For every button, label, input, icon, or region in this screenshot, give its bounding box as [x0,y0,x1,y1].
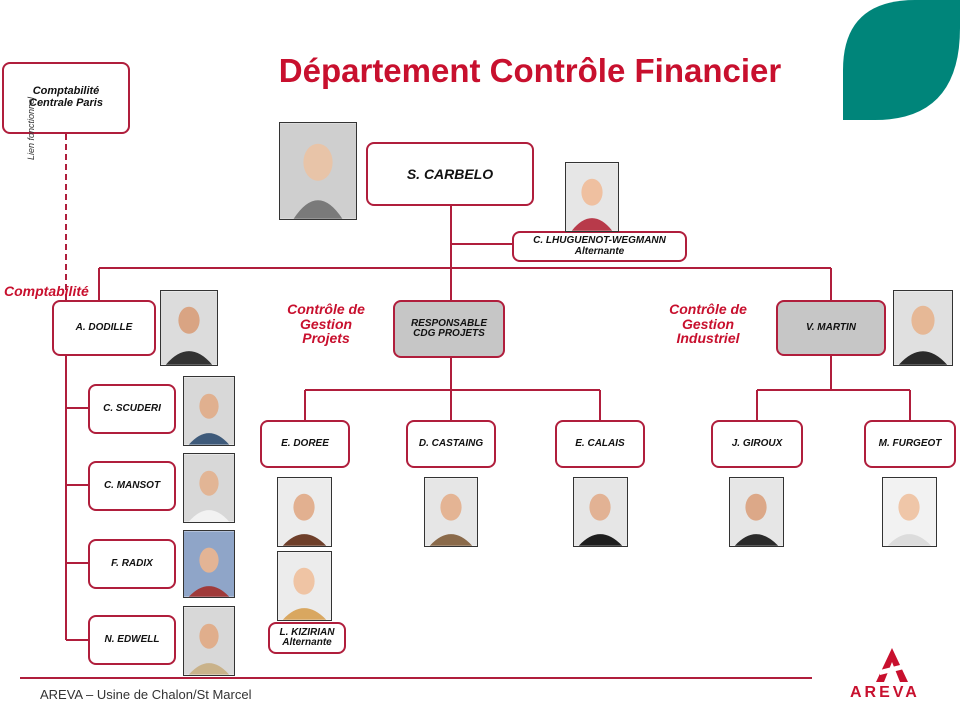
assistant-name: C. LHUGUENOT-WEGMANN [533,235,666,246]
portrait-photo [277,477,332,547]
external-box-label: Comptabilité Centrale Paris [29,85,103,109]
portrait-photo [183,606,235,676]
compta-lead-box: A. DODILLE [52,300,156,356]
industriel-member-box: J. GIROUX [711,420,803,468]
projets-member-box: D. CASTAING [406,420,496,468]
industriel-lead-name: V. MARTIN [805,321,856,333]
portrait-photo [160,290,218,366]
projets-member-name: E. CALAIS [575,437,625,449]
functional-link-label: Lien fonctionnel [26,96,36,160]
section-industriel: Contrôle de Gestion Industriel [669,301,747,347]
projets-lead-name: RESPONSABLE CDG PROJETS [410,317,488,339]
portrait-photo [183,530,235,598]
projets-member-name: D. CASTAING [418,437,484,449]
projets-lead-box: RESPONSABLE CDG PROJETS [393,300,505,358]
corner-decoration [843,0,960,120]
compta-member-box: C. SCUDERI [88,384,176,434]
compta-member-name: N. EDWELL [104,633,160,645]
compta-member-name: C. MANSOT [103,479,161,491]
portrait-photo [183,376,235,446]
projets-member-name: E. DOREE [281,437,329,449]
projets-member-box: E. DOREE [260,420,350,468]
portrait-photo [893,290,953,366]
compta-member-box: F. RADIX [88,539,176,589]
section-comptabilite: Comptabilité [4,283,89,299]
compta-member-box: C. MANSOT [88,461,176,511]
head-box: S. CARBELO [366,142,534,206]
footer-text: AREVA – Usine de Chalon/St Marcel [40,687,252,702]
compta-member-name: F. RADIX [111,557,153,569]
intern-role: Alternante [282,637,332,648]
industriel-member-name: M. FURGEOT [878,437,942,449]
industriel-member-name: J. GIROUX [731,437,783,449]
portrait-photo [565,162,619,232]
external-box: Comptabilité Centrale Paris [2,62,130,134]
head-name: S. CARBELO [406,165,494,182]
portrait-photo [183,453,235,523]
projets-member-box: E. CALAIS [555,420,645,468]
intern-name: L. KIZIRIAN [279,626,335,638]
industriel-lead-box: V. MARTIN [776,300,886,356]
portrait-photo [424,477,478,547]
areva-logo-text: AREVA [850,684,920,701]
portrait-photo [573,477,628,547]
assistant-role: Alternante [574,245,625,257]
portrait-photo [882,477,937,547]
page-title: Département Contrôle Financier [278,52,782,89]
compta-member-box: N. EDWELL [88,615,176,665]
portrait-photo [279,122,357,220]
portrait-photo [277,551,332,621]
compta-member-name: C. SCUDERI [103,402,161,414]
portrait-photo [729,477,784,547]
areva-logo-icon [876,648,908,682]
industriel-member-box: M. FURGEOT [864,420,956,468]
section-projets: Contrôle de Gestion Projets [287,301,365,347]
compta-lead-name: A. DODILLE [75,321,133,333]
